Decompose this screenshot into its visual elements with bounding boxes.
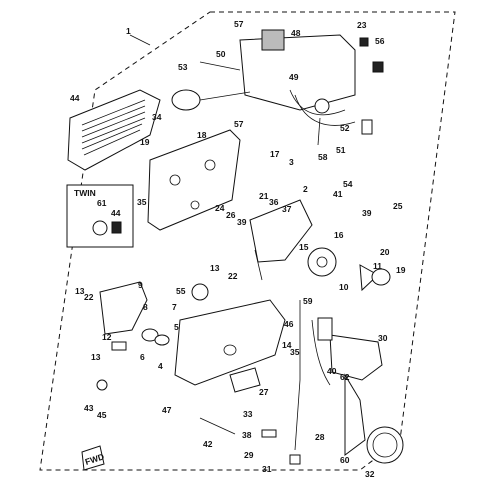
callout-10: 10 [339,282,349,292]
callout-28: 28 [315,432,325,442]
callout-23: 23 [357,20,367,30]
callout-14: 14 [282,340,292,350]
callout-37: 37 [282,204,292,214]
wire-harness [289,89,373,146]
callout-8: 8 [143,302,148,312]
callout-22b: 22 [228,271,238,281]
callout-7: 7 [172,302,177,312]
callout-13a: 13 [75,286,85,296]
callout-24: 24 [215,203,225,213]
callout-5: 5 [174,322,179,332]
callout-52: 52 [340,123,350,133]
callout-11: 11 [373,261,382,271]
callout-27: 27 [259,387,269,397]
callout-39a: 39 [237,217,247,227]
callout-40: 40 [327,366,337,376]
callout-45: 45 [97,410,107,420]
callout-50: 50 [216,49,226,59]
callout-62: 62 [340,372,350,382]
callout-21: 21 [259,191,269,201]
callout-1: 1 [126,26,131,36]
assembly-outline [39,11,456,471]
lower-housing [174,299,286,393]
callout-41: 41 [333,189,343,199]
callout-54: 54 [343,179,353,189]
callout-48: 48 [291,28,301,38]
callout-35a: 35 [137,197,147,207]
twin-label: TWIN [74,188,96,198]
callout-61: 61 [97,198,107,208]
callout-13c: 13 [210,263,220,273]
callout-6: 6 [140,352,145,362]
callout-59: 59 [303,296,313,306]
callout-33: 33 [243,409,253,419]
callout-46: 46 [284,319,294,329]
shift-cam [249,199,391,292]
callout-55: 55 [176,286,186,296]
switch-housing [171,29,384,111]
callout-22a: 22 [84,292,94,302]
callout-32: 32 [365,469,375,479]
callout-15: 15 [299,242,309,252]
callout-38: 38 [242,430,252,440]
callout-29: 29 [244,450,254,460]
callout-20: 20 [380,247,390,257]
callout-44a: 44 [70,93,80,103]
front-arrow [81,445,105,471]
bracket-plate [147,129,241,231]
callout-30: 30 [378,333,388,343]
callout-9: 9 [138,280,143,290]
callout-19b: 19 [396,265,406,275]
callout-36: 36 [269,197,279,207]
callout-42: 42 [203,439,213,449]
callout-49: 49 [289,72,299,82]
callout-51: 51 [336,145,346,155]
callout-12: 12 [102,332,112,342]
callout-35b: 35 [290,347,300,357]
lever-plate [96,281,209,391]
callout-34: 34 [152,112,162,122]
callout-18: 18 [197,130,207,140]
callout-44b: 44 [111,208,121,218]
callout-31: 31 [262,464,272,474]
callout-2: 2 [303,184,308,194]
callout-53: 53 [178,62,188,72]
callout-13b: 13 [91,352,101,362]
callout-57a: 57 [234,19,244,29]
lower-hardware [199,417,301,465]
callout-25: 25 [393,201,403,211]
callout-58: 58 [318,152,328,162]
callout-3: 3 [289,157,294,167]
callout-labels: 1 2 3 4 5 6 7 8 9 10 11 12 13 13 13 14 1… [70,19,406,479]
callout-47: 47 [162,405,172,415]
callout-17: 17 [270,149,280,159]
cover-plate-44 [67,89,161,171]
callout-26: 26 [226,210,236,220]
callout-19a: 19 [140,137,150,147]
callout-16: 16 [334,230,344,240]
twin-inset [66,184,134,248]
callout-4: 4 [158,361,163,371]
leader-line [129,34,151,46]
callout-39b: 39 [362,208,372,218]
callout-60: 60 [340,455,350,465]
callout-43: 43 [84,403,94,413]
callout-57b: 57 [234,119,244,129]
callout-56: 56 [375,36,385,46]
control-handle [294,300,404,464]
